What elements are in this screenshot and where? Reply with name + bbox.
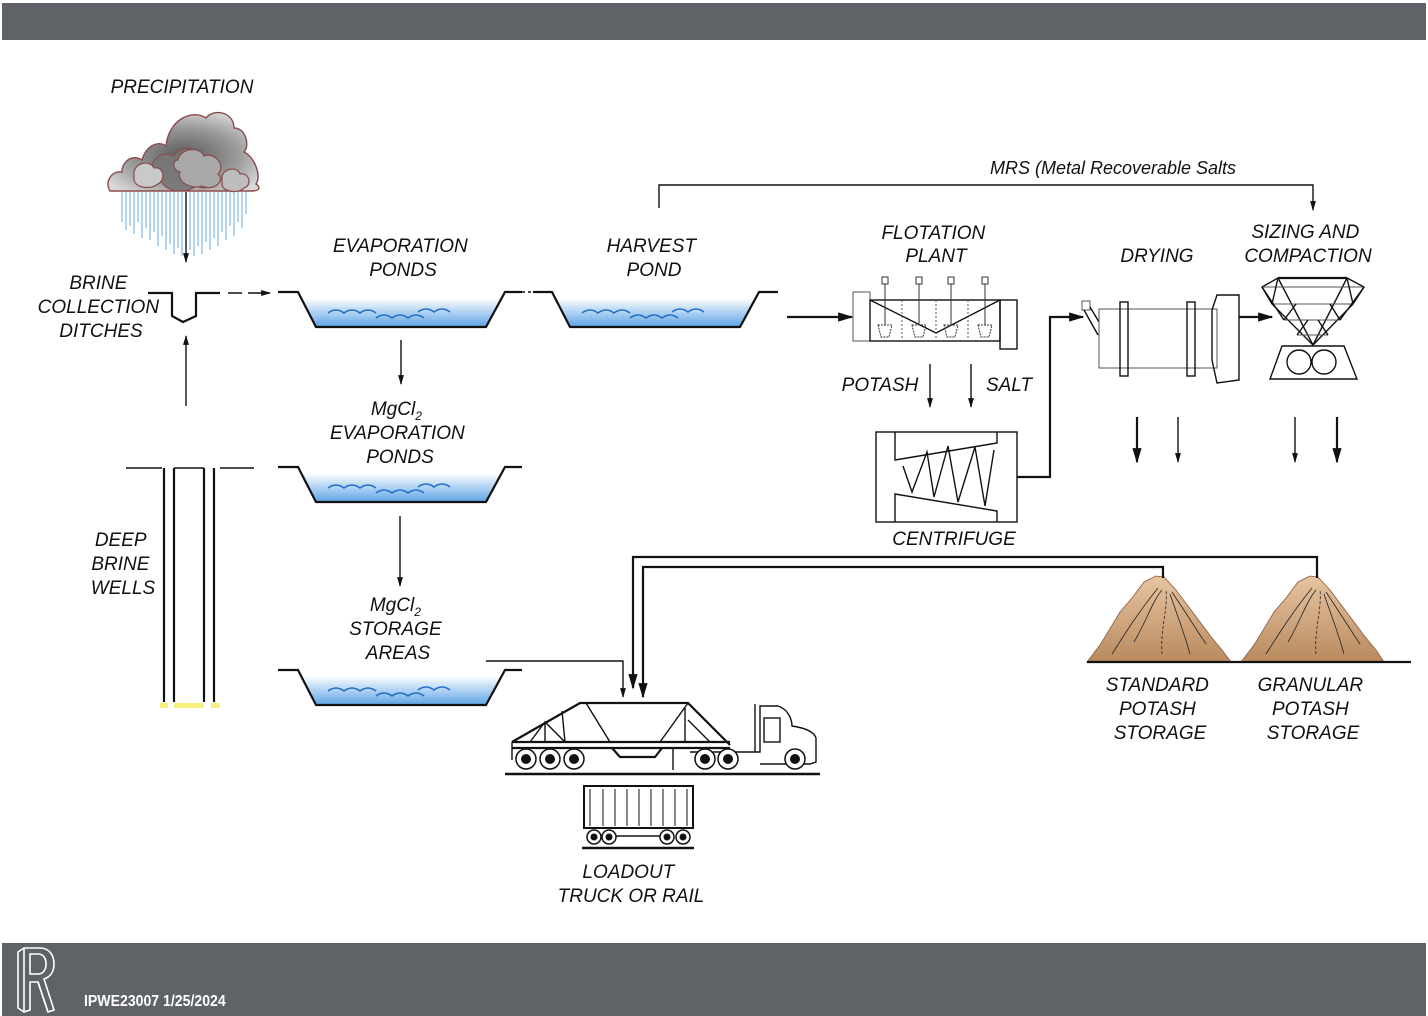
rain-icon xyxy=(121,192,247,256)
brine-collection-ditches-label: BRINE COLLECTION DITCHES xyxy=(38,273,165,342)
loadout-label: LOADOUT TRUCK OR RAIL xyxy=(558,862,705,907)
sizing-and-compaction-label: SIZING AND COMPACTION xyxy=(1244,222,1372,267)
rotary-dryer-equipment xyxy=(1081,294,1240,384)
r-logo-icon xyxy=(17,947,56,1014)
evaporation-ponds-label: EVAPORATION PONDS xyxy=(333,236,473,281)
granular-potash-pile xyxy=(1240,575,1385,663)
drying-label: DRYING xyxy=(1120,246,1193,267)
footer-bar xyxy=(2,943,1426,1016)
granular-to-loadout-line xyxy=(628,555,1319,690)
ditch-shape xyxy=(148,291,220,324)
standard-potash-storage-label: STANDARD POTASH STORAGE xyxy=(1106,675,1214,744)
mrs-label: MRS (Metal Recoverable Salts xyxy=(990,158,1236,178)
harvest-pond xyxy=(533,290,778,329)
potash-label: POTASH xyxy=(842,375,919,396)
truck-icon xyxy=(505,701,820,776)
standard-potash-pile xyxy=(1086,575,1232,663)
flotation-plant-equipment xyxy=(852,276,1018,350)
mgcl2-storage-areas-label: MgCl2 STORAGE AREAS xyxy=(349,595,447,664)
deep-brine-wells-label: DEEP BRINE WELLS xyxy=(91,530,156,599)
flotation-plant-label: FLOTATION PLANT xyxy=(881,223,990,267)
mgcl2-evaporation-pond xyxy=(278,465,522,504)
document-id: IPWE23007 1/25/2024 xyxy=(84,993,226,1010)
centrifuge-to-drying-arrow xyxy=(1017,312,1085,479)
sizing-compaction-equipment xyxy=(1261,276,1366,380)
granular-potash-storage-label: GRANULAR POTASH STORAGE xyxy=(1258,675,1369,744)
mrs-flow-line xyxy=(658,184,1316,211)
mgcl2-evaporation-ponds-label: MgCl2 EVAPORATION PONDS xyxy=(330,399,470,468)
harvest-pond-label: HARVEST POND xyxy=(607,236,702,281)
cloud-icon xyxy=(107,111,260,256)
mgcl2-to-loadout-arrow xyxy=(486,660,626,698)
evaporation-pond xyxy=(278,290,522,329)
centrifuge-equipment xyxy=(875,431,1018,523)
salt-label: SALT xyxy=(986,375,1034,396)
precipitation-label: PRECIPITATION xyxy=(111,77,254,98)
deep-brine-wells xyxy=(126,467,254,708)
railcar-icon xyxy=(582,785,694,850)
centrifuge-label: CENTRIFUGE xyxy=(892,529,1016,550)
mgcl2-storage-pond xyxy=(278,668,522,707)
header-bar xyxy=(2,3,1426,40)
standard-to-loadout-line xyxy=(638,565,1165,699)
